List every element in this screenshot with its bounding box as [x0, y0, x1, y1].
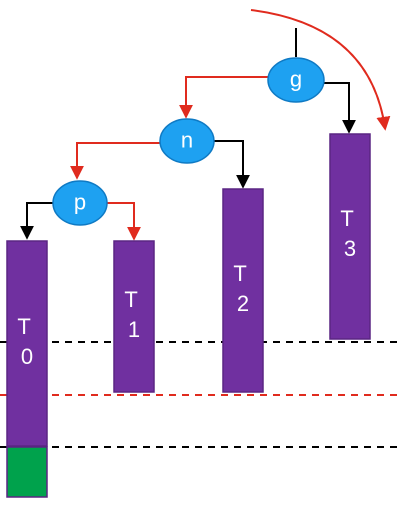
subtree-t1-letter: T — [124, 287, 137, 312]
edge-n-to-t2 — [212, 140, 250, 189]
svg-text:T 0: T 0 — [17, 314, 36, 369]
edge-p-to-t0 — [20, 202, 53, 240]
subtree-t2: T 2 — [222, 188, 264, 393]
edge-g-to-t3 — [324, 82, 356, 134]
subtree-t2-letter: T — [233, 261, 246, 286]
node-n: n — [159, 118, 215, 164]
node-n-label: n — [181, 128, 193, 153]
node-p-circle — [52, 180, 108, 226]
svg-text:T 1: T 1 — [124, 287, 143, 342]
node-n-circle — [159, 118, 215, 164]
subtree-t0-extra-level — [6, 446, 48, 498]
subtree-t0-letter: T — [17, 314, 30, 339]
svg-text:T 2: T 2 — [233, 261, 252, 316]
svg-text:T 3: T 3 — [340, 206, 359, 261]
subtree-t1: T 1 — [113, 240, 155, 393]
node-g-circle — [267, 57, 325, 103]
subtree-t3-letter: T — [340, 206, 353, 231]
node-g: g — [267, 57, 325, 103]
subtree-t3: T 3 — [329, 133, 371, 340]
subtree-t1-index: 1 — [128, 317, 140, 342]
node-g-label: g — [290, 67, 302, 92]
subtree-t3-bar — [329, 133, 371, 340]
subtree-t2-index: 2 — [237, 291, 249, 316]
rotation-arrow — [250, 9, 391, 131]
node-p: p — [52, 180, 108, 226]
subtree-t0: T 0 — [6, 240, 48, 498]
subtree-t0-bar — [6, 240, 48, 447]
edge-g-to-n — [179, 76, 268, 119]
subtree-t2-bar — [222, 188, 264, 393]
subtree-t1-bar — [113, 240, 155, 393]
edge-p-to-t1 — [107, 202, 141, 241]
node-p-label: p — [74, 190, 86, 215]
subtree-t0-index: 0 — [21, 344, 33, 369]
edge-n-to-p — [70, 142, 161, 180]
subtree-t3-index: 3 — [344, 236, 356, 261]
